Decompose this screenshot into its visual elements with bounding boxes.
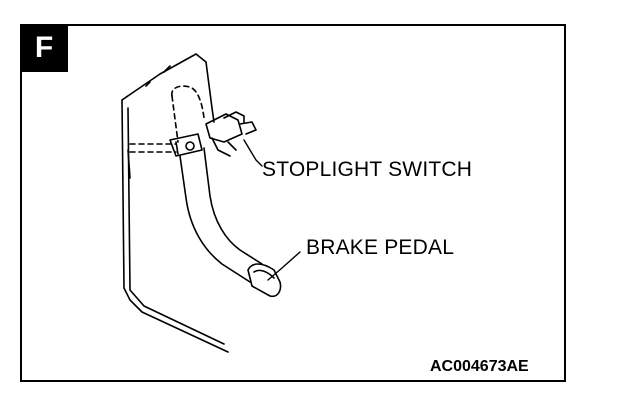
figure-letter-badge: F <box>20 24 68 72</box>
callout-leader-lines <box>243 139 301 281</box>
stoplight-switch <box>205 111 257 157</box>
pedal-pad <box>247 263 282 298</box>
figure-frame <box>20 24 566 382</box>
brake-pedal-label: BRAKE PEDAL <box>306 236 455 259</box>
mounting-bracket-panel <box>121 53 229 353</box>
stoplight-switch-label: STOPLIGHT SWITCH <box>262 158 473 181</box>
figure-reference-code: AC004673AE <box>430 358 529 375</box>
pedal-arm <box>179 147 263 283</box>
pivot-clevis <box>169 133 203 157</box>
pedal-arm-hidden-portion <box>129 85 205 153</box>
